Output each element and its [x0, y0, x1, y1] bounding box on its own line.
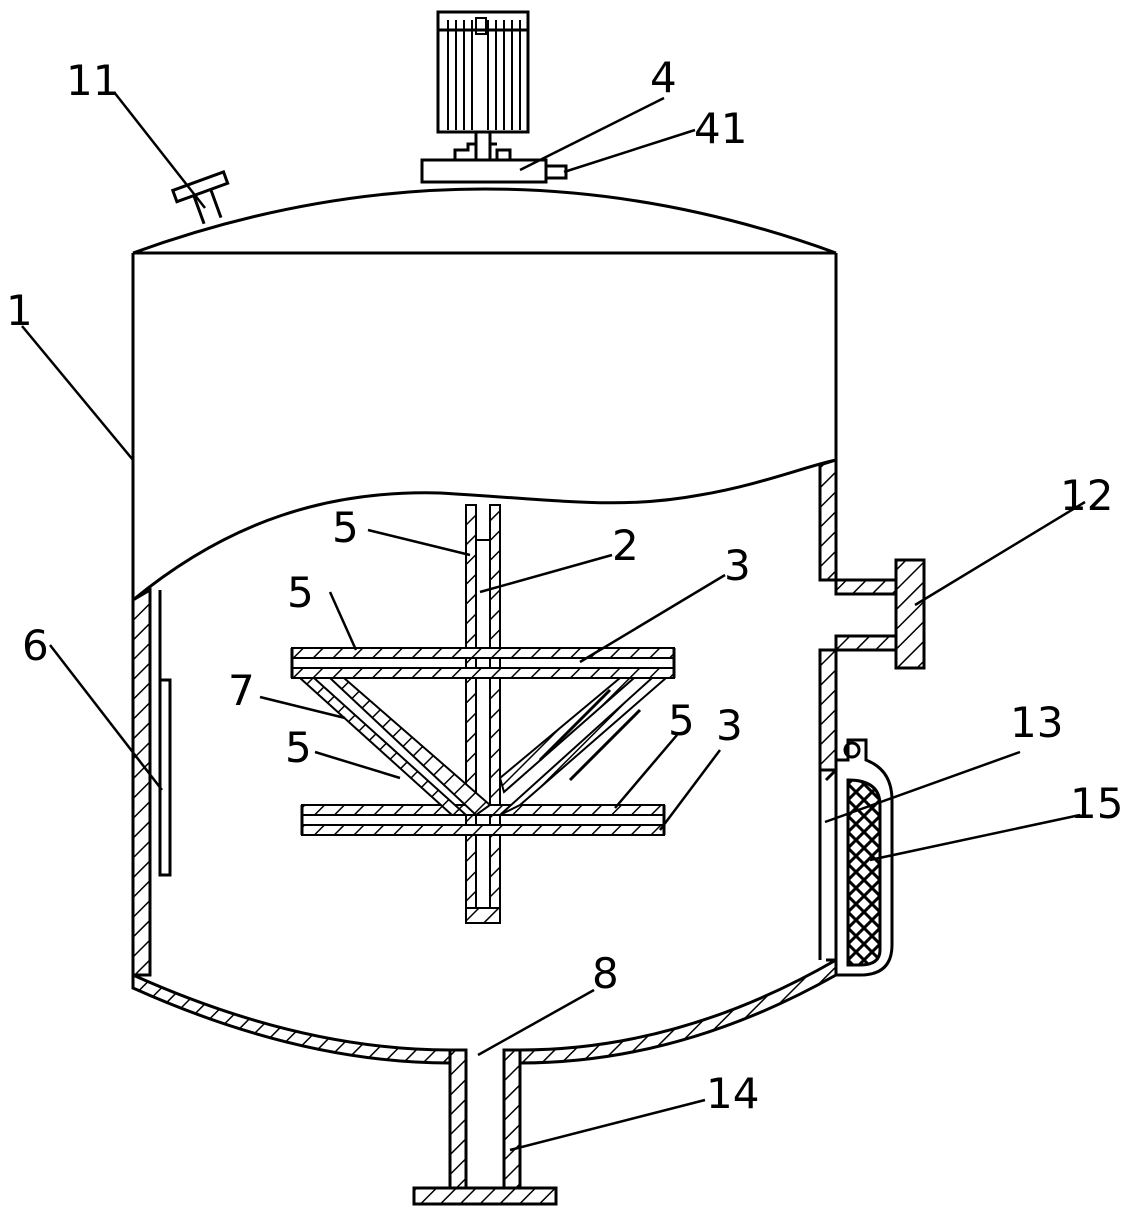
left-wall-section	[131, 587, 152, 977]
label-14: 14	[706, 1069, 759, 1118]
label-1: 1	[6, 286, 33, 335]
label-15: 15	[1070, 779, 1123, 828]
right-wall-lower	[818, 648, 838, 772]
motor	[420, 10, 568, 184]
label-2: 2	[612, 521, 639, 570]
label-5-lower-paddle: 5	[668, 696, 695, 745]
sight-glass	[824, 738, 894, 977]
label-7: 7	[228, 666, 255, 715]
label-3-lower: 3	[716, 701, 743, 750]
label-5-lower-arm: 5	[285, 723, 312, 772]
side-outlet	[834, 558, 926, 670]
right-wall-section	[818, 457, 838, 582]
tank-bottom	[131, 957, 838, 1065]
label-3-upper: 3	[724, 541, 751, 590]
feed-nozzle	[170, 170, 230, 225]
label-13: 13	[1010, 698, 1063, 747]
diagonal-arms	[297, 677, 669, 817]
upper-paddle	[290, 647, 676, 679]
discharge-pipe	[412, 1048, 558, 1206]
leader-lines	[21, 91, 1086, 1152]
label-8: 8	[592, 949, 619, 998]
label-5-upper-paddle: 5	[287, 568, 314, 617]
agitator-shaft	[465, 504, 501, 924]
label-11: 11	[66, 56, 119, 105]
label-4: 4	[650, 53, 677, 102]
level-gauge	[158, 678, 172, 877]
label-5-shaft: 5	[332, 503, 359, 552]
label-41: 41	[694, 104, 747, 153]
part-labels: 1 11 4 41 5 2 3 5 6 7 5 5 3 12 13 15 8 1…	[6, 53, 1123, 1118]
label-6: 6	[22, 621, 49, 670]
label-12: 12	[1060, 471, 1113, 520]
